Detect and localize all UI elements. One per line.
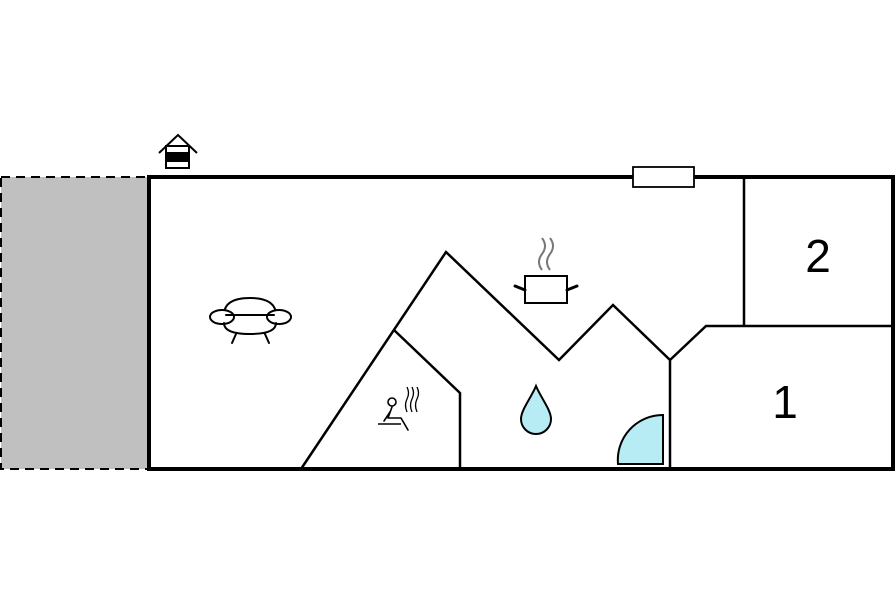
house-entrance-icon xyxy=(158,133,198,169)
water-drop-icon xyxy=(519,383,553,435)
wall-kitchen-zigzag xyxy=(299,250,672,470)
terrace-area xyxy=(0,176,150,470)
wall-sauna xyxy=(393,329,462,469)
cooking-pot-icon xyxy=(513,237,579,304)
shower-quarter-icon xyxy=(616,413,664,465)
room-label-1: 1 xyxy=(772,376,798,428)
wall-bedroom-1 xyxy=(669,324,893,361)
sauna-icon xyxy=(378,386,420,431)
sofa-icon xyxy=(209,297,292,344)
room-label-2: 2 xyxy=(805,230,831,282)
window-icon xyxy=(632,166,695,188)
